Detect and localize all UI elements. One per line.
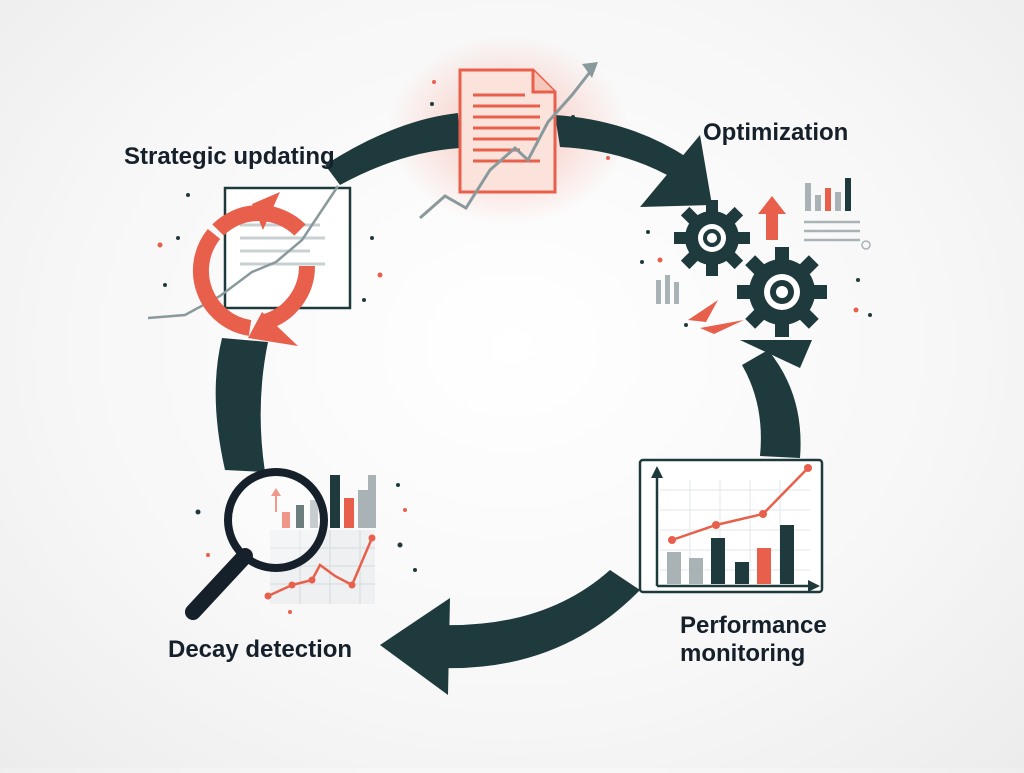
arrow-left-icon xyxy=(688,300,718,322)
stage-label-optimization: Optimization xyxy=(703,119,849,146)
cycle-arrow-top xyxy=(555,115,688,180)
stage-label-performance-monitoring: Performance monitoring xyxy=(680,612,827,668)
cycle-arrow-right xyxy=(742,350,801,458)
cycle-arrowhead-top xyxy=(640,135,712,207)
cycle-arrow-left xyxy=(215,338,268,472)
stage-label-performance-line1: Performance xyxy=(680,612,827,639)
stage-label-strategic-updating: Strategic updating xyxy=(124,143,335,170)
stage-label-performance-line2: monitoring xyxy=(680,640,806,667)
gears-icon xyxy=(656,178,871,337)
document-trend-icon xyxy=(419,62,598,220)
stage-label-decay-detection: Decay detection xyxy=(168,636,353,663)
mini-bar-chart-icon xyxy=(804,178,860,242)
cycle-arrowhead-bottom xyxy=(380,598,450,695)
cycle-arrow-bottom xyxy=(440,570,640,669)
cycle-ring xyxy=(215,113,812,695)
arrow-right-icon xyxy=(700,320,744,334)
up-arrow-icon xyxy=(758,196,786,240)
mini-bars-icon xyxy=(656,275,679,304)
line-bar-chart-icon xyxy=(638,458,824,594)
magnifying-glass-icon xyxy=(185,468,376,620)
cycle-arrowhead-right xyxy=(740,340,812,368)
decorative-dots xyxy=(157,80,872,614)
refresh-cycle-icon xyxy=(147,185,352,346)
cycle-arrow-top-left xyxy=(325,113,460,185)
